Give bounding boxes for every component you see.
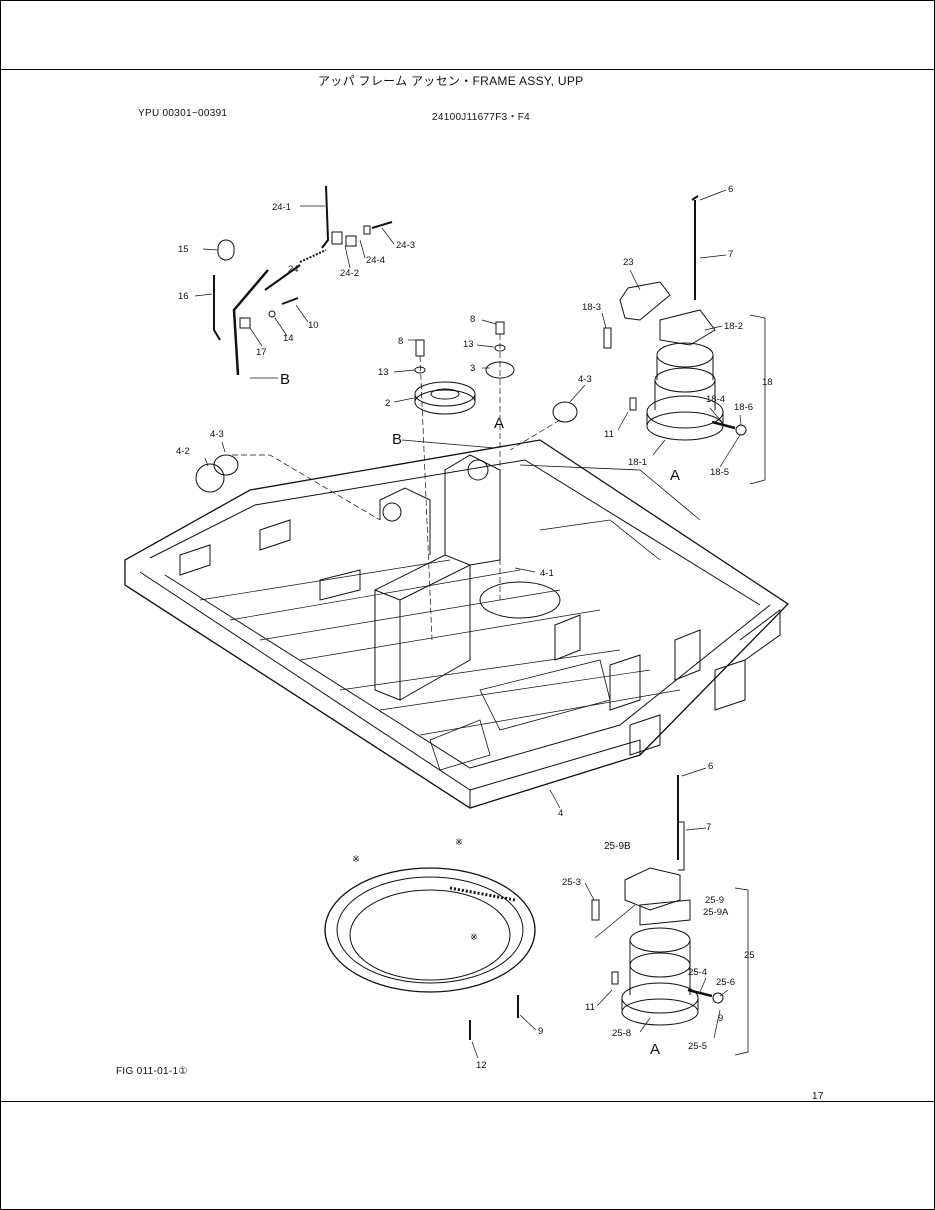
callout-9-motor: 9	[718, 1013, 723, 1024]
footer-rule	[0, 1101, 935, 1102]
callout-13-left: 13	[378, 367, 389, 378]
callout-18-6: 18-6	[734, 402, 753, 413]
callout-8-right: 8	[470, 314, 475, 325]
callout-25-9: 25-9	[705, 895, 724, 906]
callout-9-ring: 9	[538, 1026, 543, 1037]
callout-2: 2	[385, 398, 390, 409]
asterisk-1: ※	[352, 854, 360, 865]
callout-25: 25	[744, 950, 755, 961]
callout-4: 4	[558, 808, 563, 819]
serial-range: YPU 00301~00391	[138, 108, 228, 119]
callout-A-motor-18: A	[670, 467, 680, 484]
callout-8-left: 8	[398, 336, 403, 347]
callout-18: 18	[762, 377, 773, 388]
assembly-part-number: 24100J11677F3・F4	[432, 112, 531, 123]
callout-4-3-left: 4-3	[210, 429, 224, 440]
callout-labels: 24-1 24-3 24-4 24-2 24 15 16 17 14 10 B …	[176, 184, 773, 1071]
callout-18-4: 18-4	[706, 394, 725, 405]
callout-25-3: 25-3	[562, 877, 581, 888]
callout-18-3: 18-3	[582, 302, 601, 313]
callout-24-1: 24-1	[272, 202, 291, 213]
callout-10: 10	[308, 320, 319, 331]
header-rule	[0, 69, 935, 70]
callout-24-2: 24-2	[340, 268, 359, 279]
leader-lines	[194, 189, 742, 1059]
callout-11-top: 11	[604, 429, 614, 440]
callout-25-9B: 25-9B	[604, 841, 631, 852]
callout-16: 16	[178, 291, 189, 302]
callout-24: 24	[288, 264, 299, 275]
asterisk-2: ※	[455, 837, 463, 848]
callout-18-2: 18-2	[724, 321, 743, 332]
page-title: アッパ フレーム アッセン・FRAME ASSY, UPP	[318, 74, 584, 88]
callout-11-bottom: 11	[585, 1002, 595, 1013]
callout-B-lever: B	[280, 371, 290, 388]
callout-15: 15	[178, 244, 189, 255]
upper-frame-assembly	[124, 439, 790, 809]
swing-ring	[324, 867, 536, 1040]
callout-12: 12	[476, 1060, 487, 1071]
callout-18-5: 18-5	[710, 467, 729, 478]
callout-25-9A: 25-9A	[703, 907, 729, 918]
asterisk-3: ※	[470, 932, 478, 943]
callout-25-5: 25-5	[688, 1041, 707, 1052]
swing-motor-18	[603, 195, 766, 485]
callout-25-8: 25-8	[612, 1028, 631, 1039]
callout-B-frame: B	[392, 431, 402, 448]
callout-25-4: 25-4	[688, 967, 707, 978]
callout-17: 17	[256, 347, 267, 358]
figure-id: FIG 011-01-1①	[116, 1066, 188, 1077]
lever-linkage-group	[213, 185, 393, 376]
callout-6-bottom: 6	[708, 761, 713, 772]
swing-motor-25	[591, 775, 749, 1056]
callout-24-4: 24-4	[366, 255, 385, 266]
callout-3: 3	[470, 363, 475, 374]
callout-14: 14	[283, 333, 294, 344]
callout-13-right: 13	[463, 339, 474, 350]
callout-A-frame: A	[494, 415, 504, 432]
callout-4-3-right: 4-3	[578, 374, 592, 385]
callout-18-1: 18-1	[628, 457, 647, 468]
callout-4-2: 4-2	[176, 446, 190, 457]
page-number: 17	[812, 1091, 824, 1102]
callout-4-1: 4-1	[540, 568, 554, 579]
callout-A-motor-25: A	[650, 1041, 660, 1058]
callout-6-top: 6	[728, 184, 733, 195]
callout-23: 23	[623, 257, 634, 268]
callout-25-6: 25-6	[716, 977, 735, 988]
callout-7-bottom: 7	[706, 822, 711, 833]
callout-7-top: 7	[728, 249, 733, 260]
callout-24-3: 24-3	[396, 240, 415, 251]
